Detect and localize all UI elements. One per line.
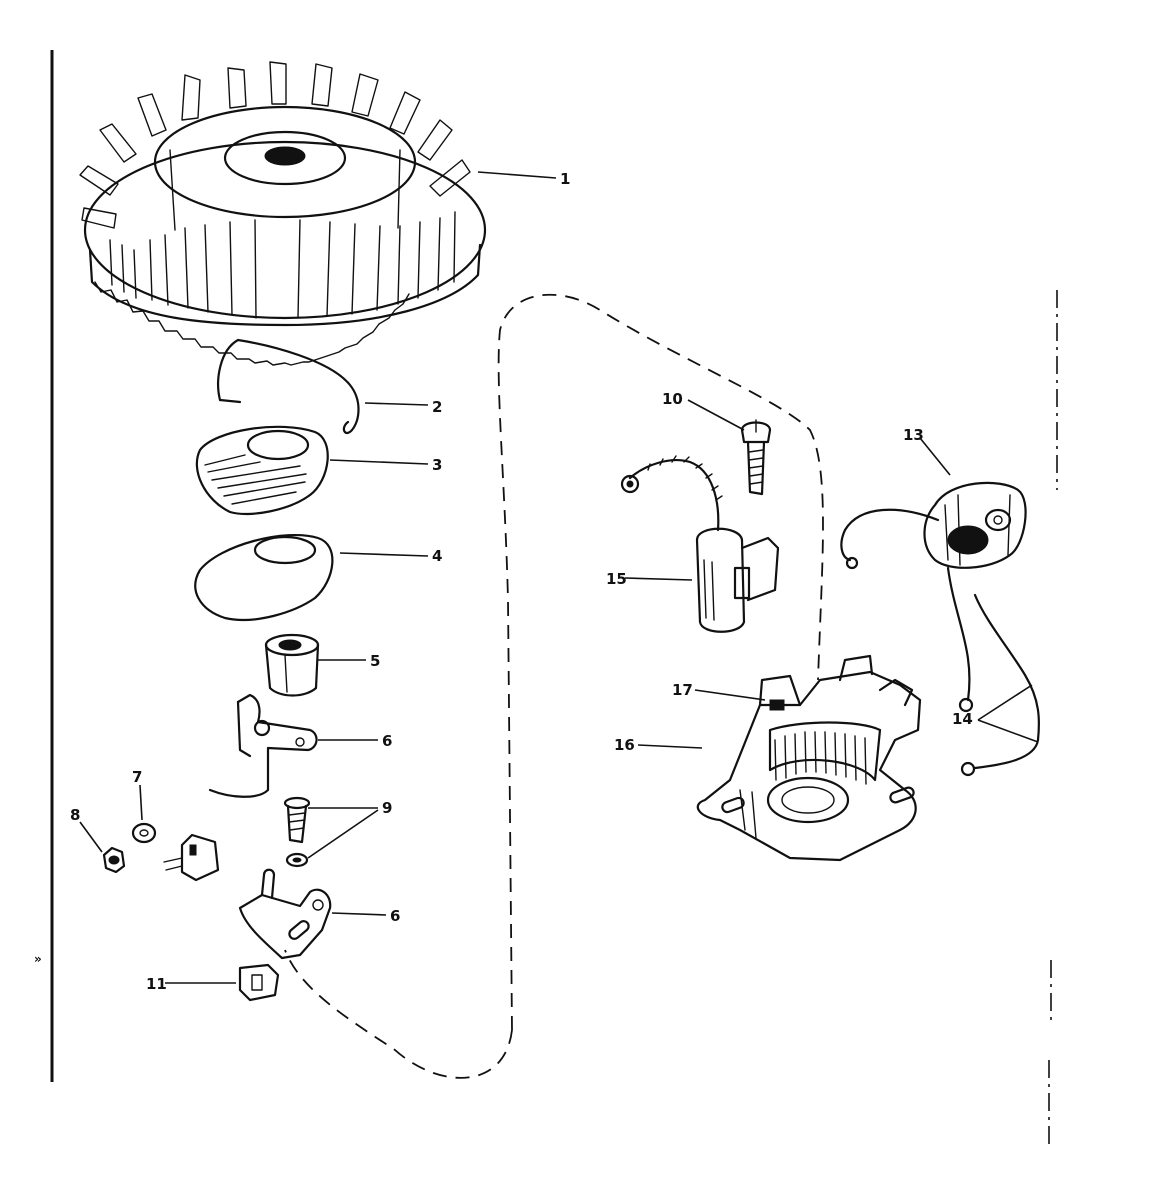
callout-16: 16 [614, 736, 635, 754]
callout-2: 2 [432, 398, 442, 416]
callout-6-arm: 6 [382, 732, 392, 750]
part-10-screw [740, 419, 772, 496]
callout-1: 1 [560, 170, 570, 188]
callout-7: 7 [132, 768, 142, 786]
callout-5: 5 [370, 652, 380, 670]
part-1-flywheel [79, 61, 487, 366]
part-3-cover-plate [195, 425, 329, 516]
part-10-clip [238, 963, 280, 1002]
callout-9: 9 [382, 799, 392, 817]
assembly-dashed-loop [284, 293, 824, 1079]
part-9-screw-and-washer [283, 796, 311, 868]
part-6-breaker-arm [208, 693, 318, 798]
leader-lines [79, 171, 1039, 984]
part-5-bushing [264, 633, 320, 697]
callout-8: 8 [70, 806, 80, 824]
part-16-bracket [696, 654, 922, 862]
callout-6-plate: 6 [390, 907, 400, 925]
part-13-ignition-coil [840, 481, 1027, 713]
callout-14: 14 [952, 710, 973, 728]
callout-3: 3 [432, 456, 442, 474]
part-8-nut [102, 846, 126, 874]
callout-17: 17 [672, 681, 693, 699]
part-15-condenser [620, 455, 780, 633]
terminal-block [163, 833, 220, 882]
right-guide-lines [1048, 290, 1058, 1150]
part-7-washer [131, 822, 157, 844]
callout-15: 15 [606, 570, 627, 588]
margin-mark: » [34, 952, 42, 966]
part-4-gasket [194, 534, 334, 622]
callout-10: 10 [662, 390, 683, 408]
part-14-ground-leads [960, 593, 1040, 777]
callout-labels: 1 2 3 4 5 6 7 8 9 6 11 10 13 15 17 16 14 [70, 170, 973, 993]
callout-13: 13 [903, 426, 924, 444]
callout-4: 4 [432, 547, 442, 565]
part-2-spring-clip [217, 338, 360, 435]
part-6-breaker-plate [238, 868, 332, 960]
callout-11: 11 [146, 975, 167, 993]
